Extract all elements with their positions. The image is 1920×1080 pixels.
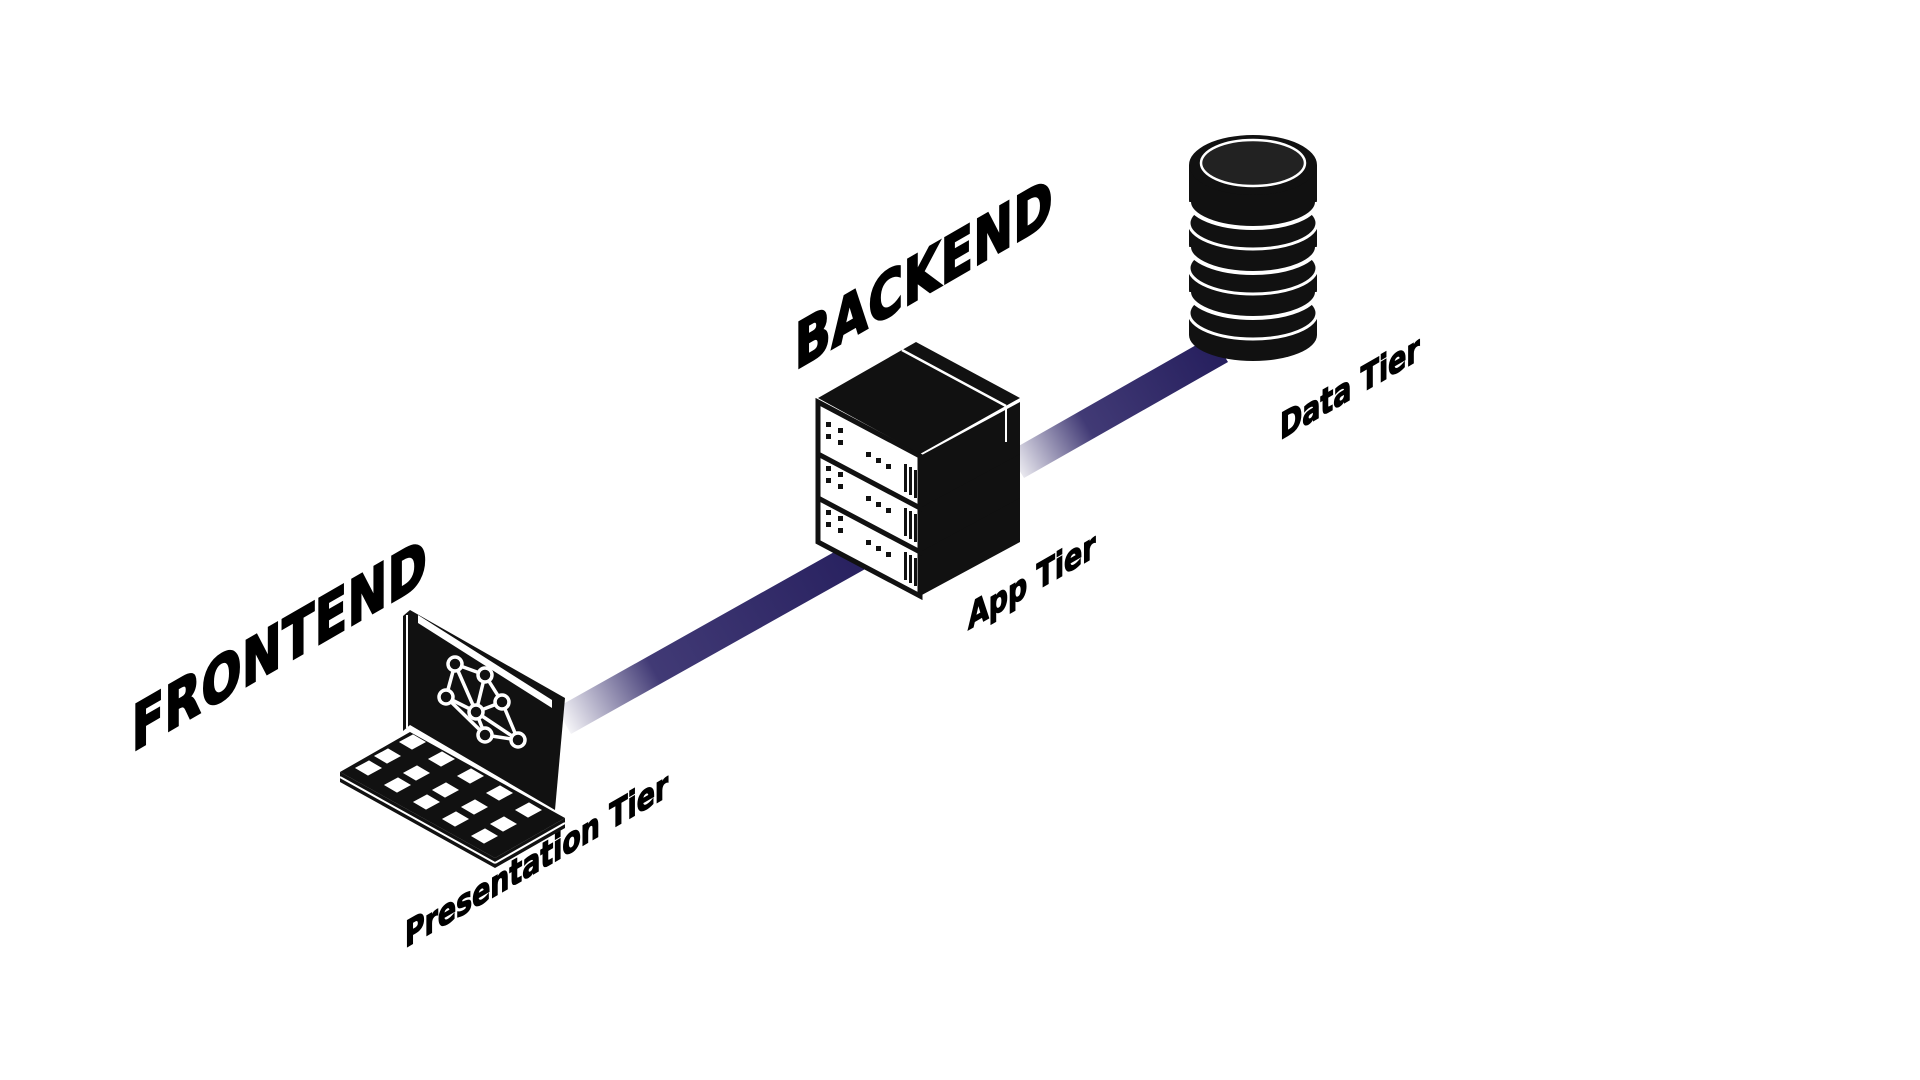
server-stack-icon bbox=[815, 342, 1020, 601]
database-icon bbox=[1187, 135, 1319, 361]
frontend-label: FRONTEND bbox=[132, 524, 428, 767]
connector-presentation-to-app bbox=[556, 528, 892, 734]
network-graph-icon bbox=[437, 655, 527, 749]
laptop-icon bbox=[339, 610, 566, 868]
keyboard-keys bbox=[354, 734, 543, 844]
connector-app-to-data bbox=[1008, 336, 1228, 478]
